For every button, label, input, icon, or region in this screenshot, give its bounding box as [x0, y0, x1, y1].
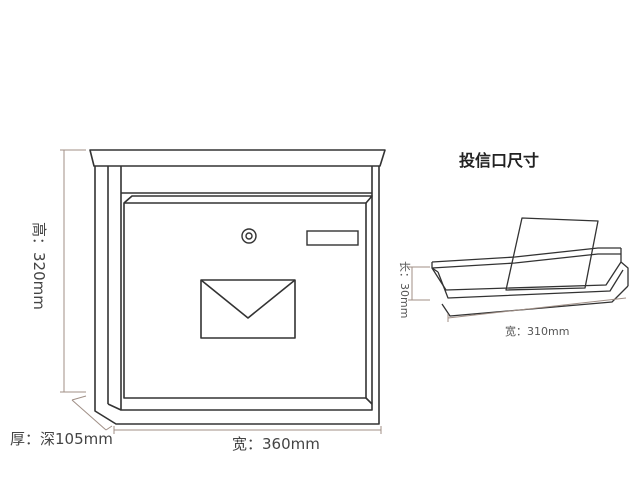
dimension-lines — [60, 149, 382, 434]
name-plate — [306, 230, 359, 246]
width-label: 宽：360mm — [232, 435, 320, 453]
mailbox — [89, 149, 386, 425]
lock-icon — [241, 228, 257, 244]
mailbox-lid — [89, 149, 386, 167]
depth-label: 厚：深105mm — [10, 430, 113, 448]
height-label: 高：320mm — [30, 222, 48, 310]
slot-width-label: 宽：310mm — [505, 325, 570, 338]
slot-dimension-lines — [408, 266, 627, 322]
slot-detail — [431, 217, 629, 317]
envelope-icon — [200, 279, 296, 339]
letter-sheet — [505, 217, 599, 291]
mailbox-door — [123, 202, 367, 399]
mailbox-body-outline — [94, 166, 380, 425]
slot-length-label: 长：30mm — [398, 261, 411, 319]
slot-size-title: 投信口尺寸 — [459, 151, 540, 170]
